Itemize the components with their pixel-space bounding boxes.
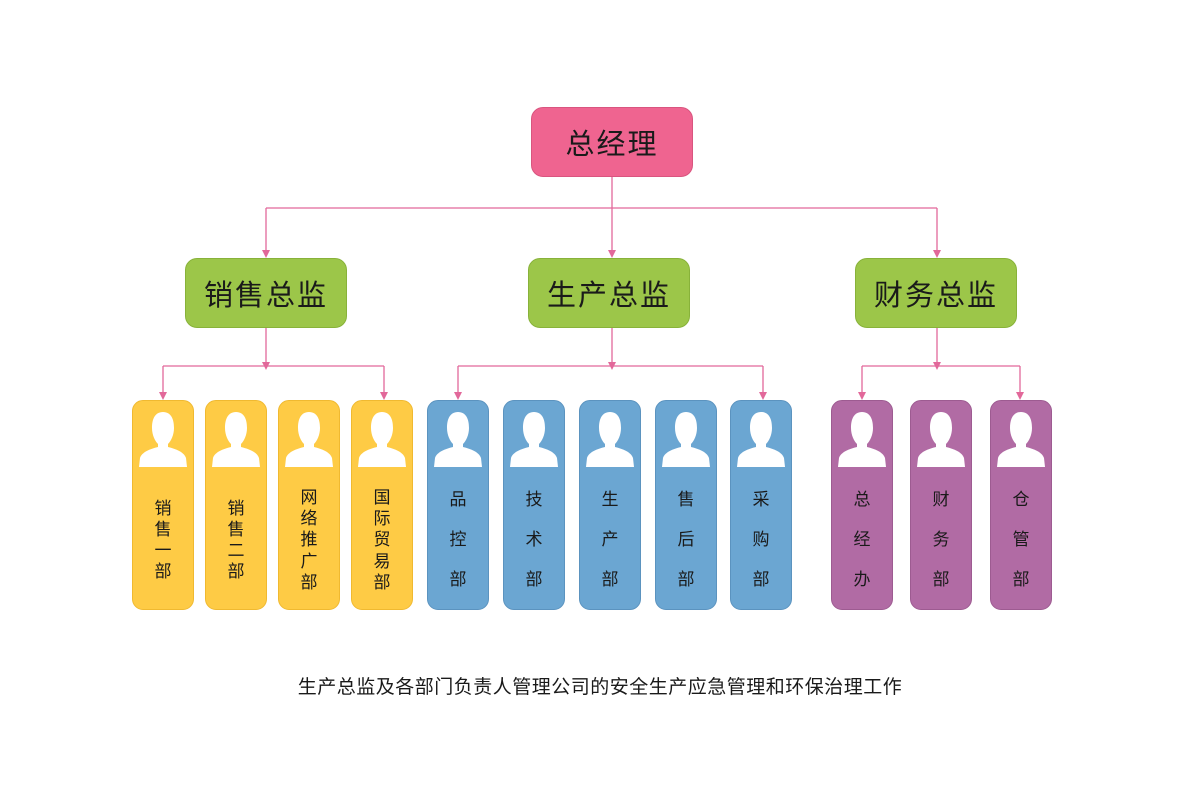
department-label-char: 络 <box>300 509 318 530</box>
department-label-char: 部 <box>300 572 318 593</box>
department-card: 国际贸易部 <box>351 400 413 610</box>
department-label-char: 售 <box>677 490 695 511</box>
department-label-char: 经 <box>853 530 871 551</box>
department-card: 采购部 <box>730 400 792 610</box>
department-label-char: 网 <box>300 487 318 508</box>
department-label-char: 控 <box>449 530 467 551</box>
department-label-char: 购 <box>752 530 770 551</box>
department-label-char: 产 <box>601 530 619 551</box>
person-silhouette-icon <box>510 412 558 467</box>
department-label: 采购部 <box>731 481 791 601</box>
person-silhouette-icon <box>139 412 187 467</box>
department-label-char: 一 <box>154 541 172 561</box>
director-title: 销售总监 <box>203 278 328 312</box>
department-label: 售后部 <box>656 481 716 601</box>
department-label-char: 财 <box>932 490 950 511</box>
department-card: 网络推广部 <box>278 400 340 610</box>
department-label-char: 部 <box>601 569 619 590</box>
director-title: 财务总监 <box>873 278 998 312</box>
person-silhouette-icon <box>434 412 482 467</box>
root-title: 总经理 <box>565 127 659 161</box>
department-label-char: 品 <box>449 490 467 511</box>
department-card: 品控部 <box>427 400 489 610</box>
department-label-char: 售 <box>154 519 172 540</box>
department-label: 网络推广部 <box>279 481 339 601</box>
department-label-char: 生 <box>601 490 619 511</box>
department-label-char: 技 <box>525 490 543 511</box>
department-label-char: 部 <box>227 562 245 583</box>
person-silhouette-icon <box>358 412 406 467</box>
department-label-char: 贸 <box>373 530 391 551</box>
department-label-char: 术 <box>525 530 543 551</box>
person-silhouette-icon <box>285 412 333 467</box>
department-label-char: 办 <box>853 569 871 590</box>
department-label-char: 售 <box>227 519 245 540</box>
department-label: 国际贸易部 <box>352 481 412 601</box>
department-card: 销售一部 <box>132 400 194 610</box>
department-label-char: 二 <box>227 541 245 561</box>
department-label-char: 部 <box>1012 569 1030 590</box>
department-label-char: 易 <box>373 551 391 572</box>
department-label-char: 部 <box>932 569 950 590</box>
root-node: 总经理 <box>531 107 693 177</box>
department-label-char: 后 <box>677 530 695 551</box>
department-label-char: 仓 <box>1012 490 1030 511</box>
person-silhouette-icon <box>838 412 886 467</box>
director-title: 生产总监 <box>546 278 671 312</box>
person-silhouette-icon <box>662 412 710 467</box>
director-node-production: 生产总监 <box>528 258 690 328</box>
department-label-char: 总 <box>853 490 871 511</box>
department-label-char: 销 <box>154 498 172 519</box>
department-label: 总经办 <box>832 481 892 601</box>
person-silhouette-icon <box>737 412 785 467</box>
department-label-char: 务 <box>932 530 950 551</box>
department-label-char: 部 <box>525 569 543 590</box>
department-label-char: 部 <box>373 572 391 593</box>
department-label-char: 际 <box>373 509 391 530</box>
department-label: 财务部 <box>911 481 971 601</box>
department-label: 销售二部 <box>206 481 266 601</box>
department-card: 销售二部 <box>205 400 267 610</box>
department-card: 仓管部 <box>990 400 1052 610</box>
person-silhouette-icon <box>212 412 260 467</box>
department-label-char: 部 <box>154 562 172 583</box>
department-label: 仓管部 <box>991 481 1051 601</box>
caption-text: 生产总监及各部门负责人管理公司的安全生产应急管理和环保治理工作 <box>297 676 903 698</box>
director-node-finance: 财务总监 <box>855 258 1017 328</box>
person-silhouette-icon <box>586 412 634 467</box>
department-card: 售后部 <box>655 400 717 610</box>
department-label: 品控部 <box>428 481 488 601</box>
department-label-char: 部 <box>449 569 467 590</box>
department-label-char: 部 <box>677 569 695 590</box>
department-card: 财务部 <box>910 400 972 610</box>
department-label-char: 部 <box>752 569 770 590</box>
department-label: 生产部 <box>580 481 640 601</box>
person-silhouette-icon <box>997 412 1045 467</box>
department-card: 技术部 <box>503 400 565 610</box>
department-label: 销售一部 <box>133 481 193 601</box>
department-label-char: 销 <box>227 498 245 519</box>
department-label-char: 推 <box>300 530 318 551</box>
person-silhouette-icon <box>917 412 965 467</box>
department-label: 技术部 <box>504 481 564 601</box>
department-label-char: 国 <box>373 487 391 508</box>
department-card: 生产部 <box>579 400 641 610</box>
department-label-char: 管 <box>1012 530 1030 551</box>
department-card: 总经办 <box>831 400 893 610</box>
director-node-sales: 销售总监 <box>185 258 347 328</box>
department-label-char: 广 <box>300 551 318 572</box>
department-label-char: 采 <box>752 490 770 511</box>
